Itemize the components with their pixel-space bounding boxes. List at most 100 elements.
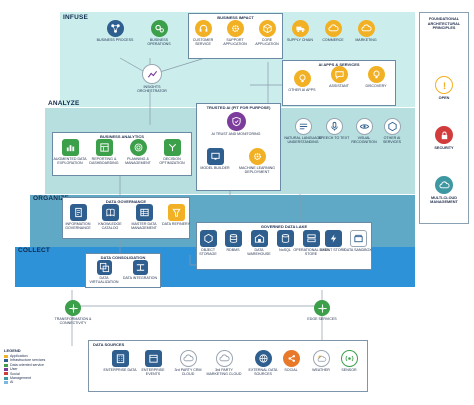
- speech-to-text-node[interactable]: SPEECH TO TEXT: [318, 118, 350, 140]
- cube-icon: [383, 118, 401, 135]
- eye-icon: [355, 118, 373, 135]
- social-node[interactable]: SOCIAL: [276, 350, 306, 372]
- decision-icon: [163, 139, 181, 156]
- enterprise-data-node[interactable]: ENTERPRISE DATA: [103, 350, 137, 372]
- insights-orchestrator-node[interactable]: INSIGHTS ORCHESTRATOR: [132, 64, 172, 93]
- supply-chain-label: SUPPLY CHAIN: [286, 38, 314, 42]
- master-data-management-node[interactable]: MASTER DATA MANAGEMENT: [126, 204, 162, 230]
- marketing-label: MARKETING: [355, 38, 377, 42]
- gear-icon: [248, 148, 266, 165]
- ai-apps-title: AI APPS & SERVICES: [318, 62, 360, 67]
- cloud-icon: [357, 20, 375, 37]
- visual-recognition-label: VISUAL RECOGNITION: [351, 136, 377, 145]
- knowledge-catalog-node[interactable]: KNOWLEDGE CATALOG: [93, 204, 127, 230]
- ml-deployment-node[interactable]: MACHINE LEARNING DEPLOYMENT: [236, 148, 278, 174]
- event-store-node[interactable]: EVENT STORE: [318, 230, 348, 252]
- legend-swatch: [4, 359, 8, 363]
- sensor-label: SENSOR: [341, 368, 357, 372]
- discovery-node[interactable]: DISCOVERY: [359, 66, 393, 88]
- object-storage-node[interactable]: OBJECT STORAGE: [193, 230, 223, 256]
- model-builder-label: MODEL BUILDER: [200, 166, 230, 170]
- integration-icon: [132, 260, 148, 275]
- server-icon: [302, 230, 320, 247]
- legend-label: User: [10, 367, 18, 372]
- database-icon: [224, 230, 242, 247]
- legend-label: AI: [10, 380, 14, 385]
- data-refinery-node[interactable]: DATA REFINERY: [160, 204, 192, 226]
- data-warehouse-label: DATA WAREHOUSE: [247, 248, 271, 257]
- legend-item: AI: [4, 380, 84, 384]
- cloud-icon: [324, 20, 342, 37]
- other-ai-services-node[interactable]: OTHER AI SERVICES: [376, 118, 408, 144]
- marketing-cloud-label: 3rd PARTY MARKETING CLOUD: [206, 368, 242, 377]
- principle-multicloud[interactable]: MULTI-CLOUD MANAGEMENT: [421, 176, 467, 204]
- nlu-node[interactable]: NATURAL LANGUAGE UNDERSTANDING: [282, 118, 324, 144]
- legend: LEGEND Application Infrastructure servic…: [4, 348, 84, 385]
- external-data-sources-node[interactable]: EXTERNAL DATA SOURCES: [245, 350, 281, 376]
- object-storage-label: OBJECT STORAGE: [199, 248, 217, 257]
- legend-item: User: [4, 367, 84, 371]
- transformation-connectivity-node[interactable]: TRANSFORMATION & CONNECTIVITY: [50, 300, 96, 325]
- legend-swatch: [4, 381, 8, 385]
- other-ai-services-label: OTHER AI SERVICES: [382, 136, 402, 145]
- principles-panel: FOUNDATIONAL ARCHITECTURAL PRINCIPLES: [419, 12, 469, 224]
- building-icon: [111, 350, 129, 367]
- assistant-label: ASSISTANT: [329, 84, 349, 88]
- commerce-node[interactable]: COMMERCE: [317, 20, 349, 42]
- event-store-label: EVENT STORE: [320, 248, 346, 252]
- data-warehouse-node[interactable]: DATA WAREHOUSE: [243, 230, 275, 256]
- principle-open-label: OPEN: [438, 96, 450, 100]
- network-icon: [106, 20, 124, 37]
- data-integration-node[interactable]: DATA INTEGRATION: [122, 260, 158, 280]
- nosql-node[interactable]: NoSQL: [270, 230, 300, 252]
- weather-node[interactable]: WEATHER: [306, 350, 336, 372]
- collect-title: COLLECT: [18, 247, 51, 254]
- decision-optimization-node[interactable]: DECISION OPTIMIZATION: [154, 139, 190, 165]
- storage-icon: [199, 230, 217, 247]
- data-lake-title: GOVERNED DATA LAKE: [260, 224, 308, 229]
- document-icon: [69, 204, 87, 221]
- business-operations-node[interactable]: BUSINESS OPERATIONS: [140, 20, 178, 46]
- customer-service-label: CUSTOMER SERVICE: [192, 38, 214, 47]
- chat-icon: [330, 66, 348, 83]
- business-process-node[interactable]: BUSINESS PROCESS: [96, 20, 134, 42]
- lightbulb-icon: [293, 70, 311, 87]
- data-sandbox-node[interactable]: DATA SANDBOX: [343, 230, 373, 252]
- enterprise-events-node[interactable]: ENTERPRISE EVENTS: [136, 350, 170, 376]
- rdbms-node[interactable]: RDBMS: [218, 230, 248, 252]
- legend-swatch: [4, 354, 8, 358]
- reporting-dashboarding-node[interactable]: REPORTING & DASHBOARDING: [86, 139, 122, 165]
- lock-icon: [435, 126, 453, 144]
- assistant-node[interactable]: ASSISTANT: [322, 66, 356, 88]
- transformation-connectivity-label: TRANSFORMATION & CONNECTIVITY: [54, 317, 92, 326]
- model-builder-node[interactable]: MODEL BUILDER: [198, 148, 232, 170]
- principle-security[interactable]: SECURITY: [423, 126, 465, 150]
- principles-title: FOUNDATIONAL ARCHITECTURAL PRINCIPLES: [427, 17, 461, 31]
- marketing-node[interactable]: MARKETING: [350, 20, 382, 42]
- edge-services-node[interactable]: EDGE SERVICES: [302, 300, 342, 321]
- legend-swatch: [4, 372, 8, 376]
- weather-icon: [312, 350, 330, 367]
- insights-orchestrator-label: INSIGHTS ORCHESTRATOR: [137, 85, 167, 94]
- operational-data-store-node[interactable]: OPERATIONAL DATA STORE: [293, 230, 329, 256]
- ai-trust-monitoring-node[interactable]: AI TRUST AND MONITORING: [211, 112, 261, 136]
- support-application-node[interactable]: SUPPORT APPLICATION: [219, 20, 251, 46]
- visual-recognition-node[interactable]: VISUAL RECOGNITION: [345, 118, 383, 144]
- core-application-node[interactable]: CORE APPLICATION: [251, 20, 283, 46]
- crm-cloud-node[interactable]: 3rd PARTY CRM CLOUD: [171, 350, 205, 376]
- marketing-cloud-node[interactable]: 3rd PARTY MARKETING CLOUD: [206, 350, 242, 376]
- information-governance-node[interactable]: INFORMATION GOVERNANCE: [60, 204, 96, 230]
- nlu-label: NATURAL LANGUAGE UNDERSTANDING: [284, 136, 322, 145]
- principle-open[interactable]: OPEN: [423, 76, 465, 100]
- cloud-icon: [179, 350, 197, 367]
- data-virtualization-node[interactable]: DATA VIRTUALIZATION: [86, 260, 122, 284]
- dashboard-icon: [95, 139, 113, 156]
- gears-icon: [150, 20, 168, 37]
- legend-label: Infrastructure services: [10, 358, 46, 363]
- supply-chain-node[interactable]: SUPPLY CHAIN: [284, 20, 316, 42]
- other-ai-apps-node[interactable]: OTHER AI APPS: [285, 70, 319, 92]
- planning-management-node[interactable]: PLANNING & MANAGEMENT: [120, 139, 156, 165]
- sensor-node[interactable]: SENSOR: [334, 350, 364, 372]
- augmented-data-exploration-node[interactable]: AUGMENTED DATA EXPLORATION: [52, 139, 88, 165]
- customer-service-node[interactable]: CUSTOMER SERVICE: [187, 20, 219, 46]
